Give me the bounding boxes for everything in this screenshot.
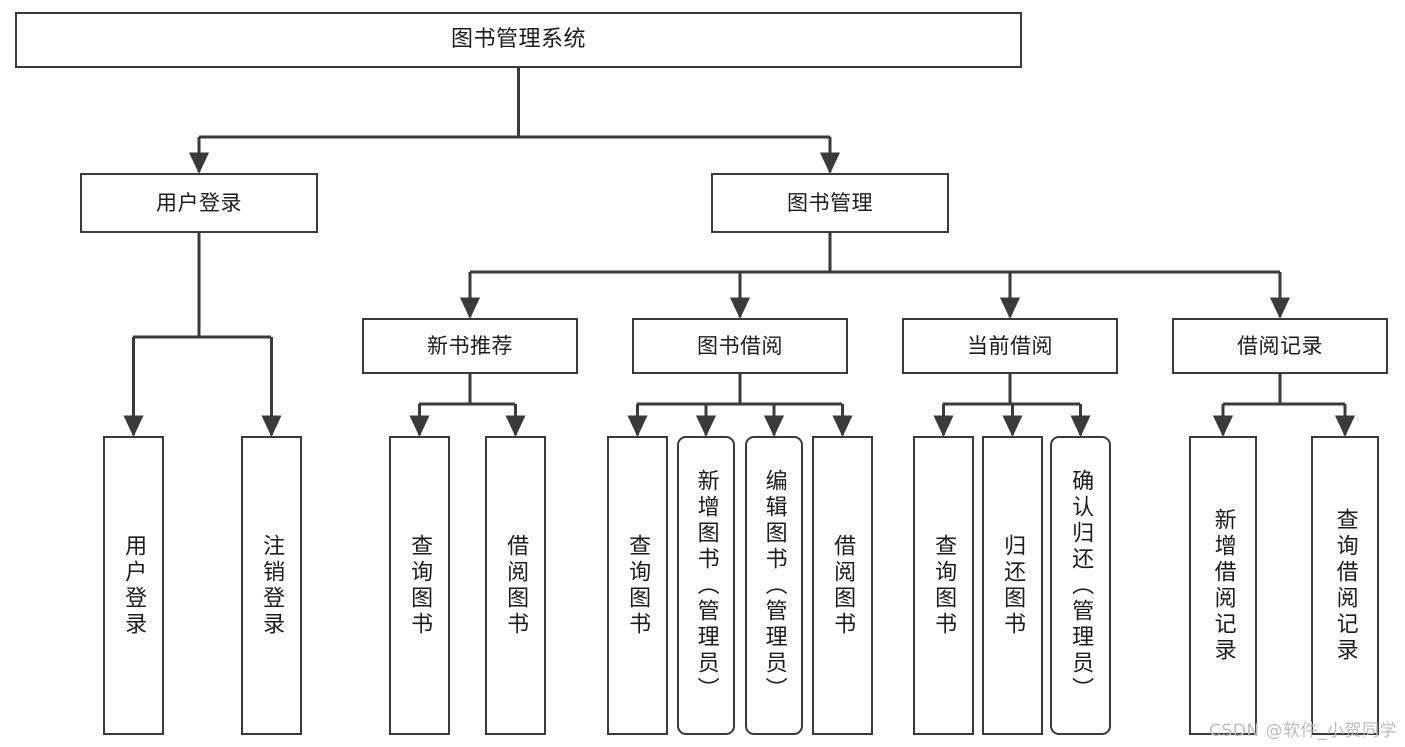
node-label: 注销登录 — [259, 533, 285, 638]
node-label: 归还图书 — [1000, 533, 1026, 638]
node-label: 查询图书 — [625, 533, 651, 638]
node-book-borrow: 图书借阅 — [632, 318, 848, 374]
node-root: 图书管理系统 — [15, 12, 1022, 68]
node-leaf-bb-query: 查询图书 — [607, 436, 668, 735]
node-leaf-cb-return: 归还图书 — [982, 436, 1043, 735]
node-borrow-record: 借阅记录 — [1172, 318, 1388, 374]
node-label: 查询图书 — [407, 533, 433, 638]
node-user-login: 用户登录 — [80, 173, 318, 233]
watermark-text: CSDN @软件_小贺同学 — [1209, 721, 1397, 741]
node-current-borrow: 当前借阅 — [902, 318, 1118, 374]
node-leaf-bb-borrow: 借阅图书 — [812, 436, 873, 735]
node-leaf-bb-add: 新增图书（管理员） — [677, 436, 735, 735]
node-label: 用户登录 — [121, 533, 147, 638]
node-leaf-login: 用户登录 — [103, 436, 164, 735]
node-label: 当前借阅 — [967, 333, 1053, 358]
node-label: 查询借阅记录 — [1332, 507, 1358, 664]
node-leaf-br-query: 查询借阅记录 — [1311, 436, 1379, 735]
node-label: 图书管理系统 — [450, 27, 586, 53]
node-label: 新增图书（管理员） — [693, 468, 719, 703]
node-label: 借阅记录 — [1237, 333, 1323, 358]
node-label: 确认归还（管理员） — [1068, 468, 1094, 703]
node-leaf-cb-confirm: 确认归还（管理员） — [1050, 436, 1111, 735]
node-new-book-rec: 新书推荐 — [362, 318, 578, 374]
node-label: 新书推荐 — [427, 333, 513, 358]
node-label: 查询图书 — [931, 533, 957, 638]
node-leaf-rec-query: 查询图书 — [389, 436, 450, 735]
node-label: 借阅图书 — [503, 533, 529, 638]
node-leaf-cb-query: 查询图书 — [913, 436, 974, 735]
node-label: 用户登录 — [156, 190, 242, 215]
node-book-manage: 图书管理 — [711, 173, 949, 233]
node-leaf-br-add: 新增借阅记录 — [1189, 436, 1257, 735]
node-leaf-rec-borrow: 借阅图书 — [485, 436, 546, 735]
node-label: 图书借阅 — [697, 333, 783, 358]
node-label: 编辑图书（管理员） — [761, 468, 787, 703]
node-label: 新增借阅记录 — [1210, 507, 1236, 664]
node-leaf-bb-edit: 编辑图书（管理员） — [745, 436, 803, 735]
node-leaf-logout: 注销登录 — [241, 436, 302, 735]
node-label: 借阅图书 — [830, 533, 856, 638]
node-label: 图书管理 — [787, 190, 873, 215]
